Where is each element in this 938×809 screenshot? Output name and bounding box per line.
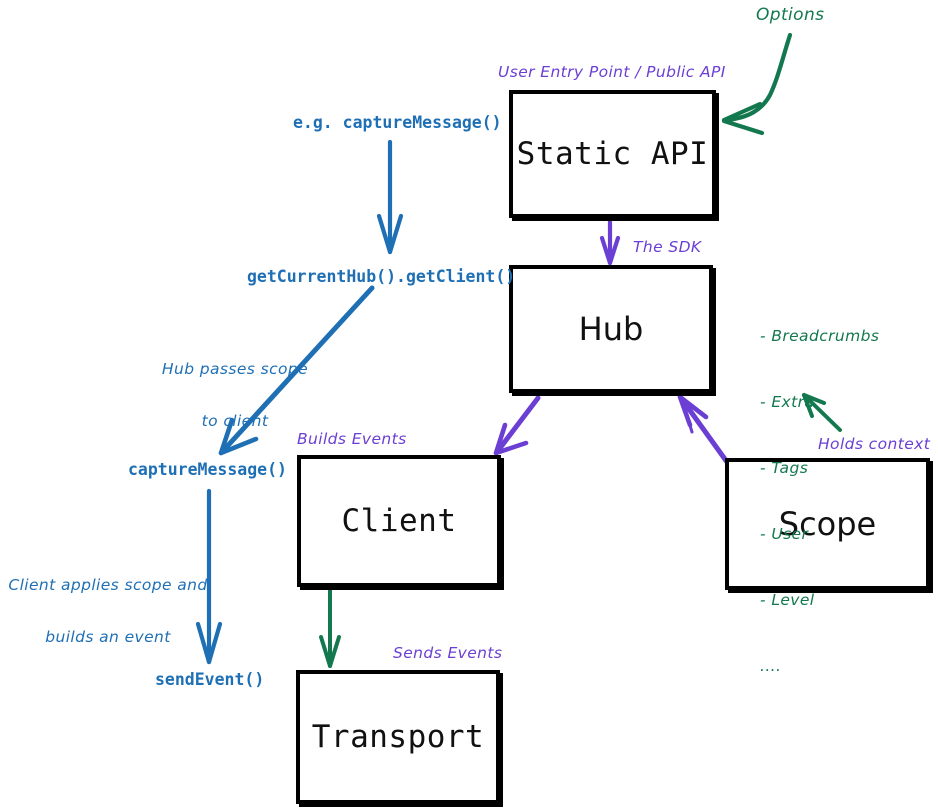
edge-capture-message-down [376,139,404,255]
label-capture-message: captureMessage() [128,460,287,479]
label-client-applies-scope: Client applies scope and builds an event [8,542,208,681]
label-client-applies-scope-line1: Client applies scope and [8,575,208,594]
context-list-item-tags: - Tags [760,459,809,477]
label-builds-events: Builds Events [297,430,407,448]
node-scope-label: Scope [778,505,877,543]
edge-hub-to-client [493,395,541,456]
node-static-api[interactable]: Static API [509,90,716,218]
node-static-api-label: Static API [516,136,709,172]
label-client-applies-scope-line2: builds an event [45,627,171,646]
context-list-item-level: - Level [760,591,815,609]
node-hub-label: Hub [578,310,644,348]
label-send-event: sendEvent() [155,670,265,689]
label-sends-events: Sends Events [393,644,503,662]
node-transport-label: Transport [311,719,485,755]
label-hub-passes-scope-line2: to client [201,411,269,430]
node-client[interactable]: Client [297,455,501,587]
label-get-current-hub: getCurrentHub().getClient() [247,267,516,286]
edge-hub-passes-scope [218,285,375,456]
context-list-item-ellipsis: .... [760,657,782,675]
context-list-item-breadcrumbs: - Breadcrumbs [760,327,880,345]
label-eg-capture-message: e.g. captureMessage() [293,113,502,132]
context-list-item-extra: - Extra [760,393,815,411]
edge-client-to-transport [319,588,341,668]
label-hub-passes-scope: Hub passes scope to client [160,326,310,465]
node-hub[interactable]: Hub [509,265,713,393]
edge-options-to-static-api [721,32,793,136]
label-holds-context: Holds context [818,435,931,453]
label-user-entry-point: User Entry Point / Public API [498,63,726,81]
edge-scope-to-hub [677,394,730,465]
label-options: Options [756,5,825,25]
label-hub-passes-scope-line1: Hub passes scope [161,359,309,378]
edge-client-applies-scope [195,488,223,665]
node-transport[interactable]: Transport [296,670,500,804]
edge-static-api-to-hub [599,219,621,266]
node-scope[interactable]: Scope [725,458,930,590]
context-list: - Breadcrumbs - Extra - Tags - User - Le… [760,281,879,721]
context-list-item-user: - User [760,525,809,543]
node-client-label: Client [341,503,457,539]
edge-context-list-pointer [802,393,842,432]
label-the-sdk: The SDK [633,238,702,256]
